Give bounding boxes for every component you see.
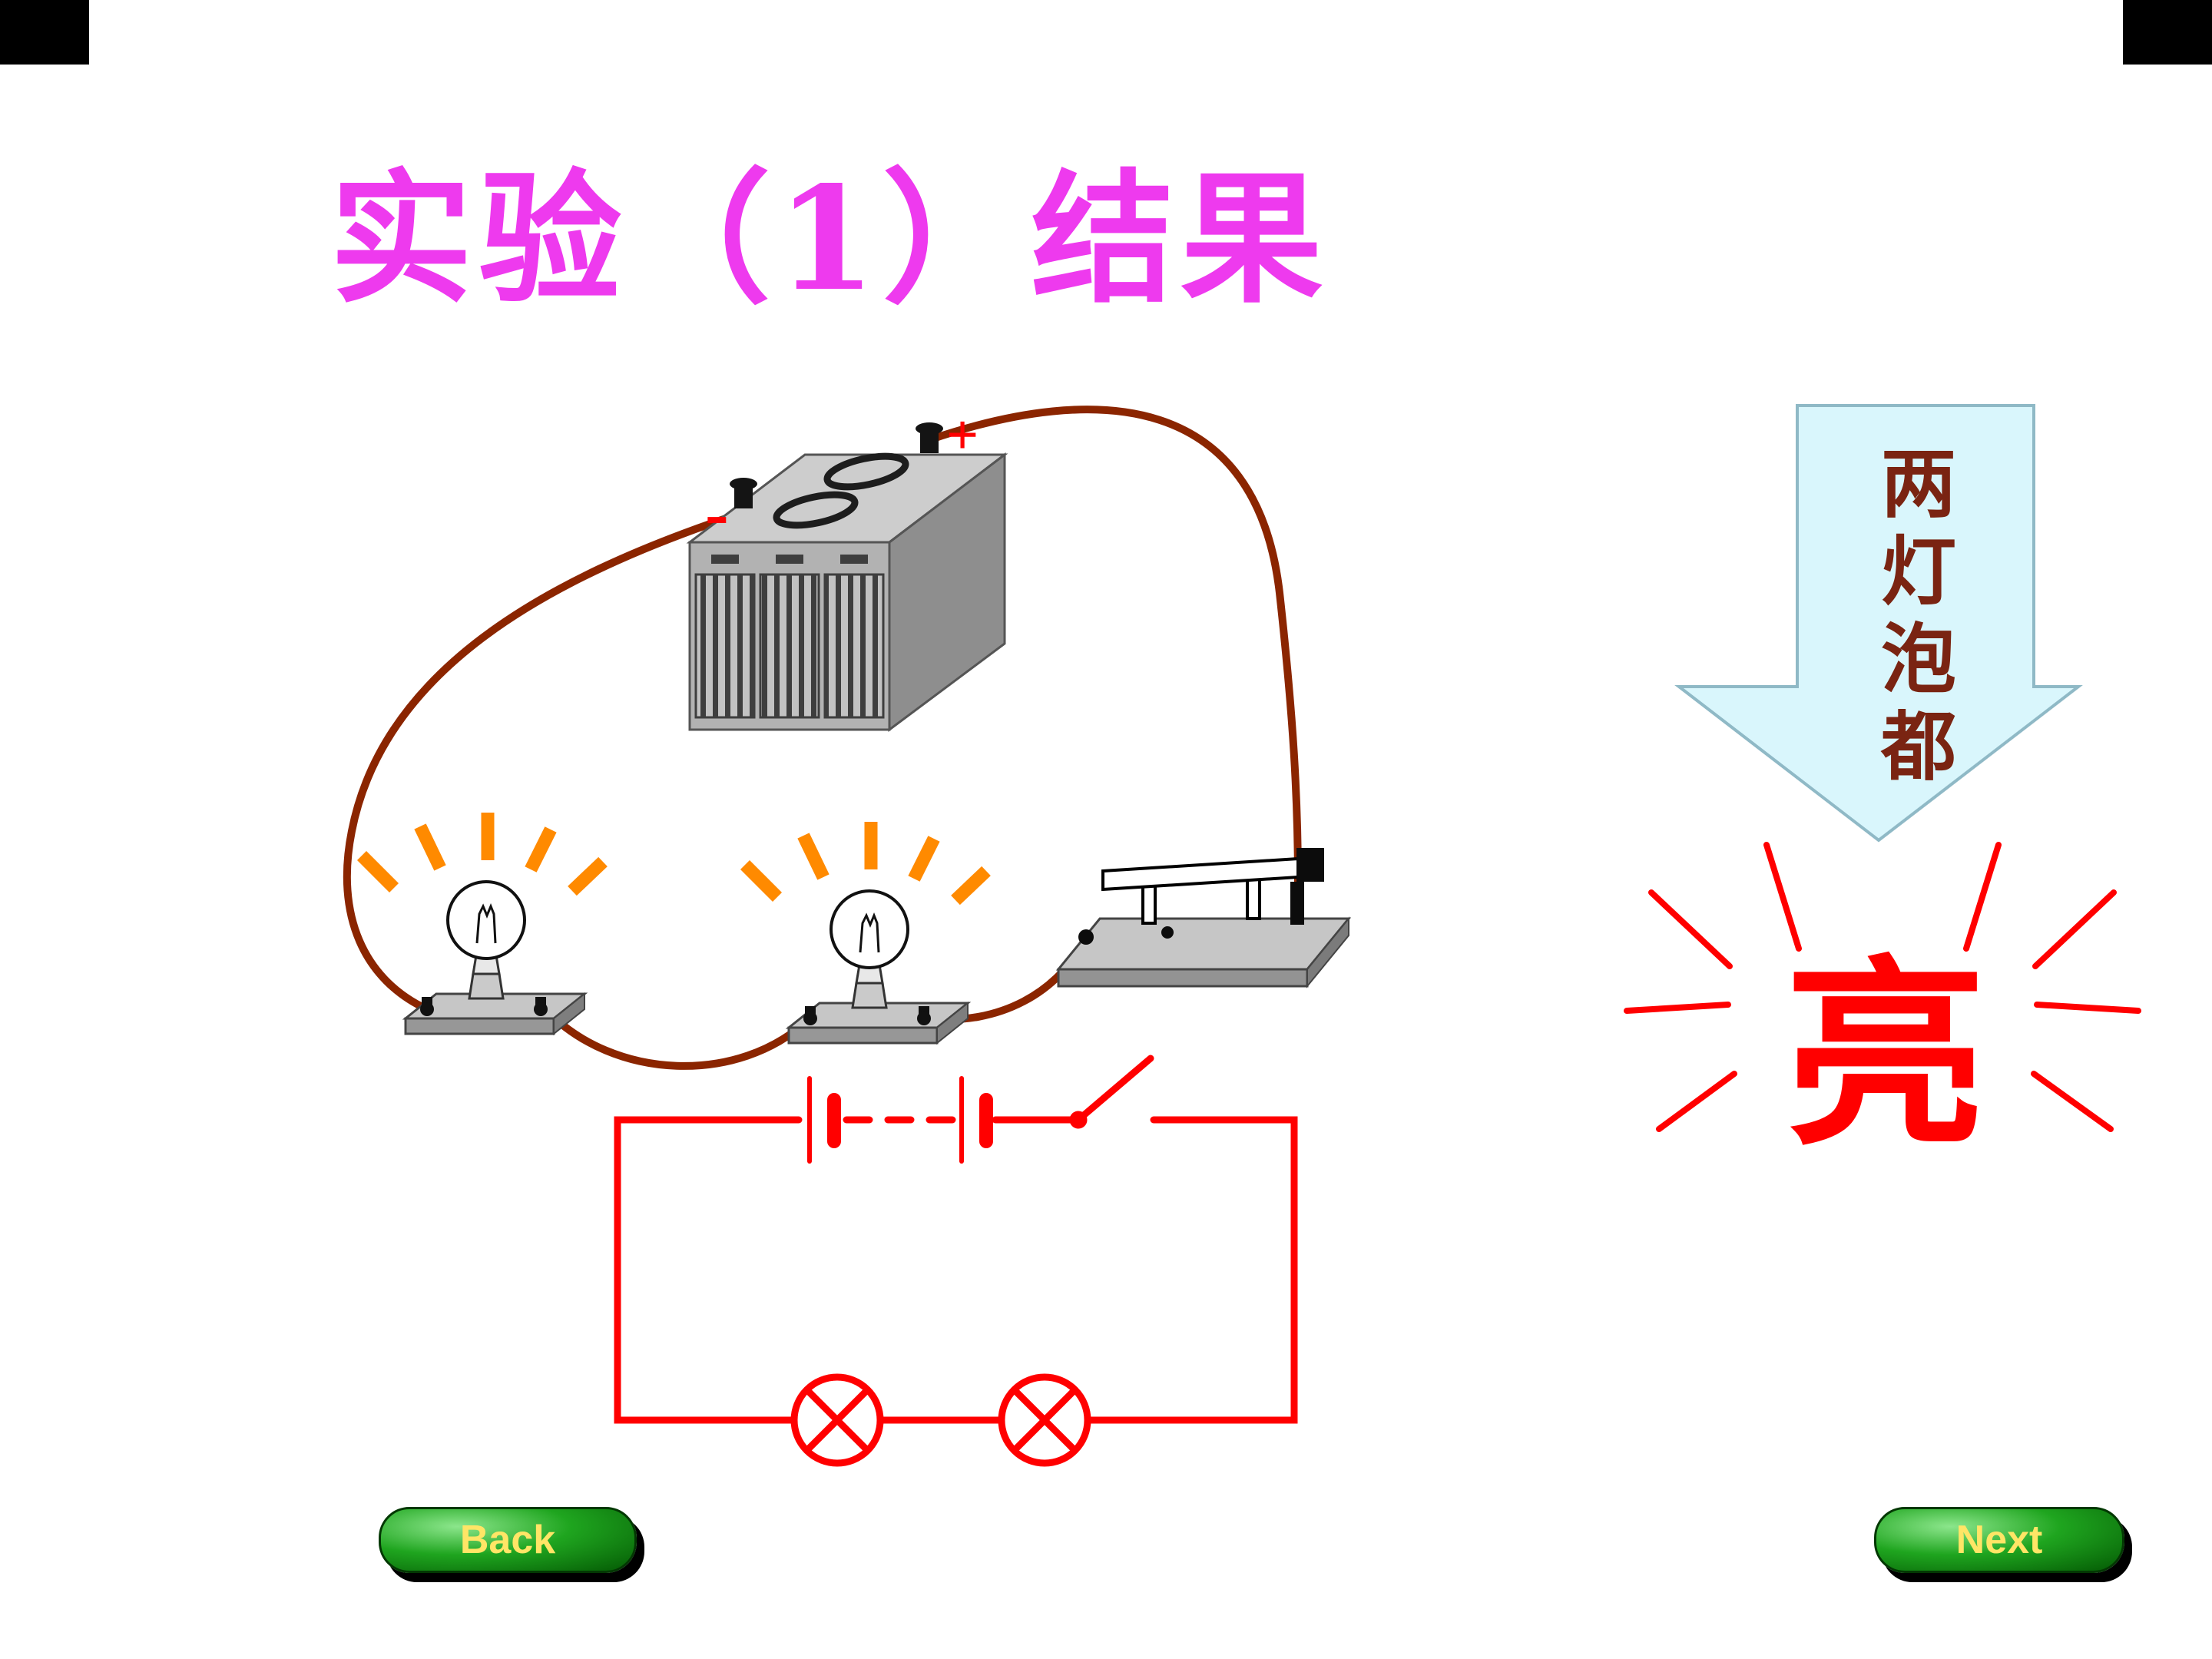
next-button[interactable]: Next <box>1874 1507 2124 1573</box>
corner-mark-right <box>2123 0 2212 65</box>
wire-battery-to-bulb1 <box>343 509 746 1013</box>
switch-illustration <box>1055 848 1352 988</box>
bulb-left <box>362 813 603 1034</box>
bulb-right <box>745 822 986 1043</box>
battery-plus-label: + <box>946 404 979 467</box>
battery-illustration <box>686 422 1008 732</box>
corner-mark-left <box>0 0 89 65</box>
page-title: 实验（1）结果 <box>329 154 1330 323</box>
down-arrow <box>1674 404 2083 843</box>
result-text: 亮 <box>1785 936 1986 1173</box>
battery-minus-label: - <box>705 474 729 552</box>
wire-bulb1-to-bulb2 <box>541 1005 812 1070</box>
result-glow-rays <box>1624 842 2141 1132</box>
arrow-callout-text: 两灯泡都 <box>1868 444 1956 794</box>
circuit-schematic <box>614 1055 1298 1467</box>
back-button[interactable]: Back <box>379 1507 637 1573</box>
wire-battery-to-switch <box>927 406 1302 889</box>
